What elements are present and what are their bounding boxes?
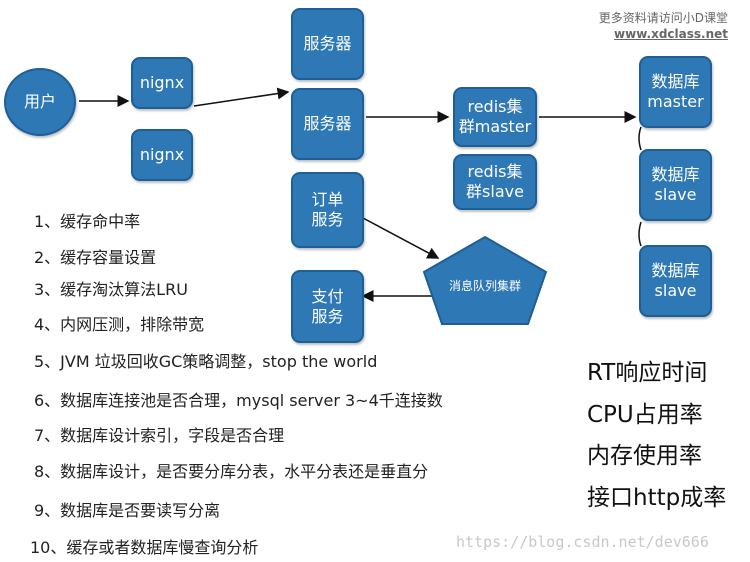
node-db-slave-2: 数据库 slave bbox=[639, 245, 712, 317]
node-nginx-1: nignx bbox=[131, 57, 193, 109]
node-mq-label: 消息队列集群 bbox=[449, 278, 521, 293]
node-server-2: 服务器 bbox=[291, 88, 364, 160]
checklist-item-8: 8、数据库设计，是否要分库分表，水平分表还是垂直分 bbox=[34, 462, 429, 481]
node-db-master-label-1: 数据库 bbox=[651, 72, 700, 91]
checklist-item-4: 4、内网压测，排除带宽 bbox=[34, 315, 205, 334]
node-user-label: 用户 bbox=[23, 92, 56, 111]
node-server-2-label: 服务器 bbox=[303, 114, 352, 133]
checklist-item-6: 6、数据库连接池是否合理，mysql server 3~4千连接数 bbox=[34, 391, 443, 410]
checklist-item-5: 5、JVM 垃圾回收GC策略调整，stop the world bbox=[34, 352, 378, 371]
node-redis-slave-label-2: 群slave bbox=[466, 182, 524, 201]
node-nginx-2: nignx bbox=[131, 129, 193, 181]
node-db-master-label-2: master bbox=[647, 92, 704, 111]
link-db-master-slave1 bbox=[638, 126, 642, 151]
link-db-slave1-slave2 bbox=[638, 221, 642, 247]
node-pay-label-2: 服务 bbox=[311, 306, 344, 326]
node-order-service: 订单 服务 bbox=[291, 172, 364, 248]
node-db-slave-2-label-2: slave bbox=[654, 281, 697, 300]
metric-memory: 内存使用率 bbox=[587, 443, 702, 469]
arrow-order-mq bbox=[362, 217, 440, 259]
node-redis-slave-label-1: redis集 bbox=[467, 162, 523, 181]
node-server-1-label: 服务器 bbox=[303, 34, 352, 53]
node-db-slave-1-label-1: 数据库 bbox=[651, 165, 700, 184]
metric-cpu: CPU占用率 bbox=[587, 402, 703, 428]
node-mq-cluster: 消息队列集群 bbox=[422, 235, 548, 325]
footer-watermark: https://blog.csdn.net/dev666 bbox=[456, 533, 709, 551]
watermark-line1: 更多资料请访问小D课堂 bbox=[598, 11, 728, 25]
node-redis-master-label-1: redis集 bbox=[467, 97, 523, 116]
checklist-item-7: 7、数据库设计索引，字段是否合理 bbox=[34, 426, 285, 445]
node-nginx-1-label: nignx bbox=[139, 73, 185, 92]
node-server-1: 服务器 bbox=[291, 8, 364, 80]
node-db-master: 数据库 master bbox=[639, 56, 712, 128]
checklist-item-1: 1、缓存命中率 bbox=[34, 212, 141, 231]
metric-rt: RT响应时间 bbox=[587, 360, 708, 386]
metric-http-success: 接口http成率 bbox=[587, 485, 727, 511]
node-db-slave-1: 数据库 slave bbox=[639, 149, 712, 221]
node-redis-slave: redis集 群slave bbox=[453, 154, 537, 210]
node-order-label-2: 服务 bbox=[311, 210, 344, 229]
checklist-item-9: 9、数据库是否要读写分离 bbox=[34, 501, 221, 520]
watermark-line2: www.xdclass.net bbox=[614, 27, 728, 41]
node-pay-label-1: 支付 bbox=[311, 286, 344, 306]
checklist-item-3: 3、缓存淘汰算法LRU bbox=[34, 280, 188, 299]
checklist-item-2: 2、缓存容量设置 bbox=[34, 248, 157, 267]
node-order-label-1: 订单 bbox=[311, 190, 344, 209]
node-db-slave-2-label-1: 数据库 bbox=[651, 261, 700, 280]
node-user: 用户 bbox=[4, 68, 76, 136]
arrow-nginx-server bbox=[193, 87, 290, 107]
node-pay-service: 支付 服务 bbox=[291, 270, 364, 343]
node-redis-master-label-2: 群master bbox=[458, 117, 532, 136]
checklist-item-10: 10、缓存或者数据库慢查询分析 bbox=[30, 538, 259, 557]
node-nginx-2-label: nignx bbox=[139, 145, 185, 164]
node-db-slave-1-label-2: slave bbox=[654, 185, 697, 204]
node-redis-master: redis集 群master bbox=[453, 87, 537, 147]
